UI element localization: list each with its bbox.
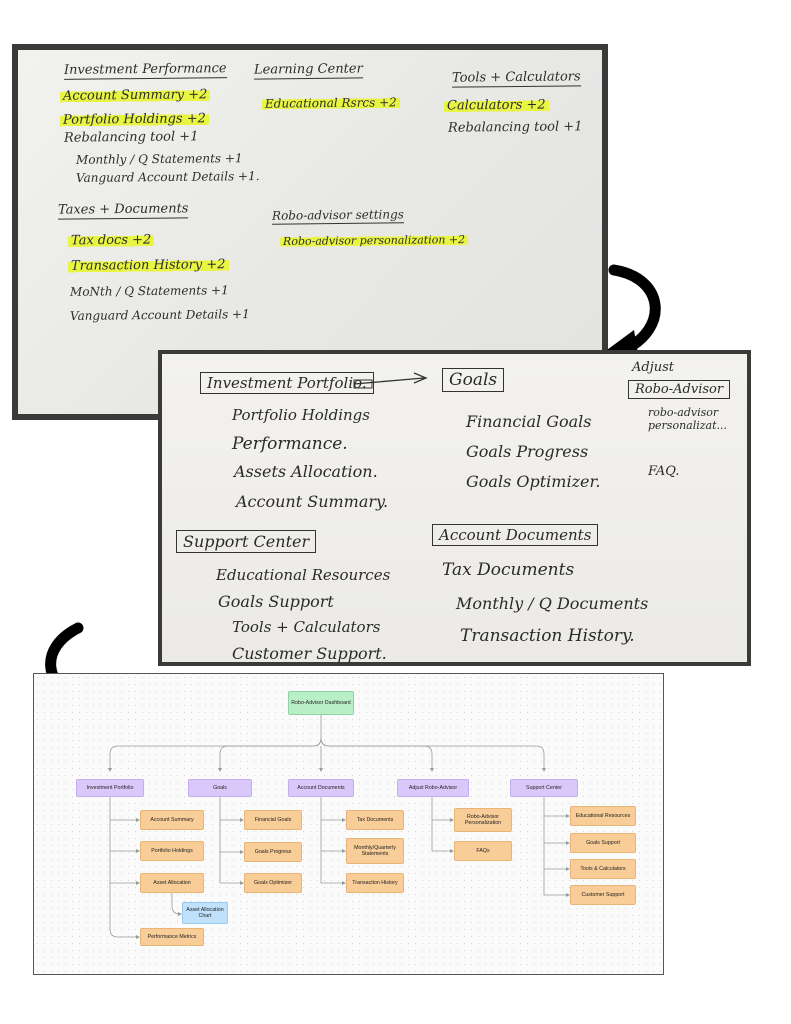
- pp-robo-advisor: Robo-Advisor: [628, 380, 731, 399]
- node-tools-calculators[interactable]: Tools & Calculators: [570, 859, 636, 879]
- node-performance-metrics[interactable]: Performance Metrics: [140, 928, 204, 946]
- node-asset-allocation-chart[interactable]: Asset Allocation Chart: [182, 902, 228, 924]
- sketch-arrow-icon: [353, 372, 428, 389]
- pp-goals-support: Goals Support: [218, 592, 334, 611]
- node-tax-documents[interactable]: Tax Documents: [346, 810, 404, 830]
- wb-transaction-history: Transaction History +2: [67, 257, 229, 274]
- paper-sketch-photo: Investment Portfolio. Portfolio Holdings…: [158, 350, 751, 666]
- wb-rebalancing-tool-2: Rebalancing tool +1: [447, 119, 583, 136]
- pp-assets-allocation: Assets Allocation.: [234, 462, 378, 481]
- wb-tools-calculators: Tools + Calculators: [451, 69, 581, 88]
- pp-faq: FAQ.: [648, 464, 680, 479]
- wb-calculators: Calculators +2: [443, 97, 549, 114]
- node-transaction-history[interactable]: Transaction History: [346, 873, 404, 893]
- node-faqs[interactable]: FAQs: [454, 841, 512, 861]
- wb-monthly-statements: Monthly / Q Statements +1: [75, 151, 243, 167]
- node-goals-progress[interactable]: Goals Progress: [244, 842, 302, 862]
- pp-transaction-history: Transaction History.: [460, 626, 635, 646]
- node-asset-allocation[interactable]: Asset Allocation: [140, 873, 204, 893]
- wb-vanguard-details: Vanguard Account Details +1.: [75, 169, 260, 185]
- node-account-summary[interactable]: Account Summary: [140, 810, 204, 830]
- pp-customer-support: Customer Support.: [232, 644, 387, 663]
- sitemap-diagram: Robo-Advisor Dashboard Investment Portfo…: [33, 673, 664, 975]
- pp-performance: Performance.: [232, 434, 348, 454]
- wb-learning-center: Learning Center: [253, 61, 363, 80]
- node-support-center[interactable]: Support Center: [510, 779, 578, 797]
- pp-account-summary: Account Summary.: [236, 492, 389, 511]
- node-goals-optimizer[interactable]: Goals Optimizer: [244, 873, 302, 893]
- connector-lines: [108, 714, 570, 939]
- wb-tax-docs: Tax docs +2: [67, 232, 155, 249]
- pp-goals-progress: Goals Progress: [466, 442, 589, 461]
- node-customer-support[interactable]: Customer Support: [570, 885, 636, 905]
- node-goals-support[interactable]: Goals Support: [570, 833, 636, 853]
- node-investment-portfolio[interactable]: Investment Portfolio: [76, 779, 144, 797]
- pp-portfolio-holdings: Portfolio Holdings: [232, 406, 370, 424]
- pp-goals-optimizer: Goals Optimizer.: [466, 472, 601, 491]
- pp-monthly-documents: Monthly / Q Documents: [456, 594, 649, 613]
- pp-robo-personalization: robo-advisor personalizat...: [648, 406, 728, 433]
- node-account-documents[interactable]: Account Documents: [288, 779, 354, 797]
- node-educational-resources[interactable]: Educational Resources: [570, 806, 636, 826]
- paper-surface: Investment Portfolio. Portfolio Holdings…: [162, 354, 747, 663]
- node-root[interactable]: Robo-Advisor Dashboard: [288, 691, 354, 715]
- wb-portfolio-holdings: Portfolio Holdings +2: [59, 111, 209, 128]
- node-financial-goals[interactable]: Financial Goals: [244, 810, 302, 830]
- pp-investment-portfolio: Investment Portfolio.: [200, 372, 374, 394]
- wb-vanguard-details-2: Vanguard Account Details +1: [69, 307, 250, 323]
- wb-investment-performance: Investment Performance: [63, 61, 227, 80]
- node-robo-personalization[interactable]: Robo-Advisor Personalization: [454, 808, 512, 832]
- pp-adjust: Adjust: [632, 360, 675, 375]
- wb-robo-settings: Robo-advisor settings: [271, 207, 405, 225]
- wb-rebalancing-tool: Rebalancing tool +1: [63, 129, 199, 146]
- pp-financial-goals: Financial Goals: [466, 412, 592, 431]
- wb-taxes-documents: Taxes + Documents: [57, 201, 189, 220]
- node-goals[interactable]: Goals: [188, 779, 252, 797]
- node-adjust-robo-advisor[interactable]: Adjust Robo-Advisor: [397, 779, 469, 797]
- node-portfolio-holdings[interactable]: Portfolio Holdings: [140, 841, 204, 861]
- pp-tools-calculators: Tools + Calculators: [232, 618, 381, 636]
- whiteboard-photo: Investment Performance Account Summary +…: [12, 44, 608, 420]
- pp-tax-documents: Tax Documents: [442, 560, 575, 580]
- pp-goals: Goals: [442, 368, 505, 392]
- node-monthly-quarterly-statements[interactable]: Monthly/Quarterly Statements: [346, 838, 404, 864]
- wb-account-summary: Account Summary +2: [59, 87, 211, 104]
- wb-monthly-statements-2: MoNth / Q Statements +1: [69, 283, 229, 299]
- pp-educational-resources: Educational Resources: [216, 566, 391, 584]
- wb-robo-personalization: Robo-advisor personalization +2: [279, 233, 469, 248]
- pp-support-center: Support Center: [176, 530, 317, 553]
- pp-account-documents: Account Documents: [432, 524, 599, 546]
- wb-educational-rsrcs: Educational Rsrcs +2: [261, 95, 400, 111]
